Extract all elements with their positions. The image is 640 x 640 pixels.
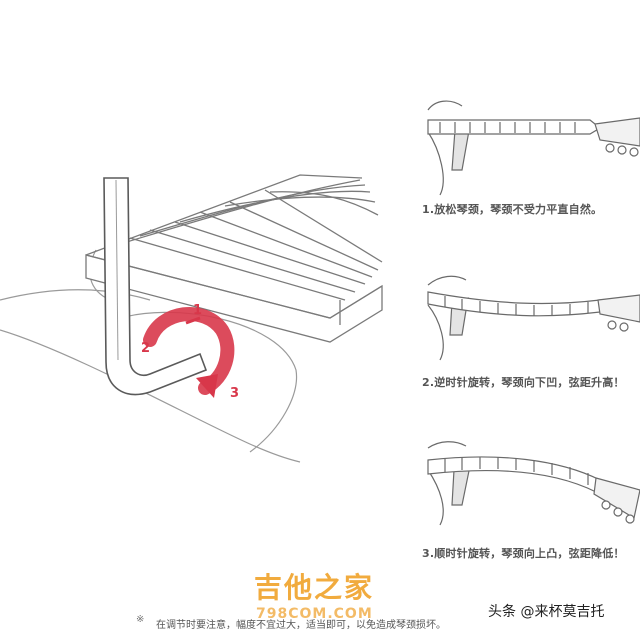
- rotation-label-2: 2: [141, 341, 150, 356]
- footnote-text: 在调节时要注意，幅度不宜过大，适当即可，以免造成琴颈损坏。: [156, 616, 446, 631]
- attribution-text: 头条 @来杯莫吉托: [488, 601, 604, 621]
- caption-step-1: 1.放松琴颈，琴颈不受力平直自然。: [422, 201, 602, 217]
- neck-state-straight: [428, 101, 640, 195]
- neck-state-convex: [428, 442, 640, 525]
- rotation-label-1: 1: [193, 303, 202, 318]
- footnote-mark: ※: [136, 614, 144, 625]
- fretboard: [86, 175, 382, 342]
- caption-step-2: 2.逆时针旋转，琴颈向下凹，弦距升高！: [422, 374, 625, 390]
- watermark-title: 吉他之家: [254, 566, 374, 606]
- rotation-label-3: 3: [230, 386, 239, 401]
- neck-state-concave: [428, 276, 640, 360]
- caption-step-3: 3.顺时针旋转，琴颈向上凸，弦距降低！: [422, 545, 625, 561]
